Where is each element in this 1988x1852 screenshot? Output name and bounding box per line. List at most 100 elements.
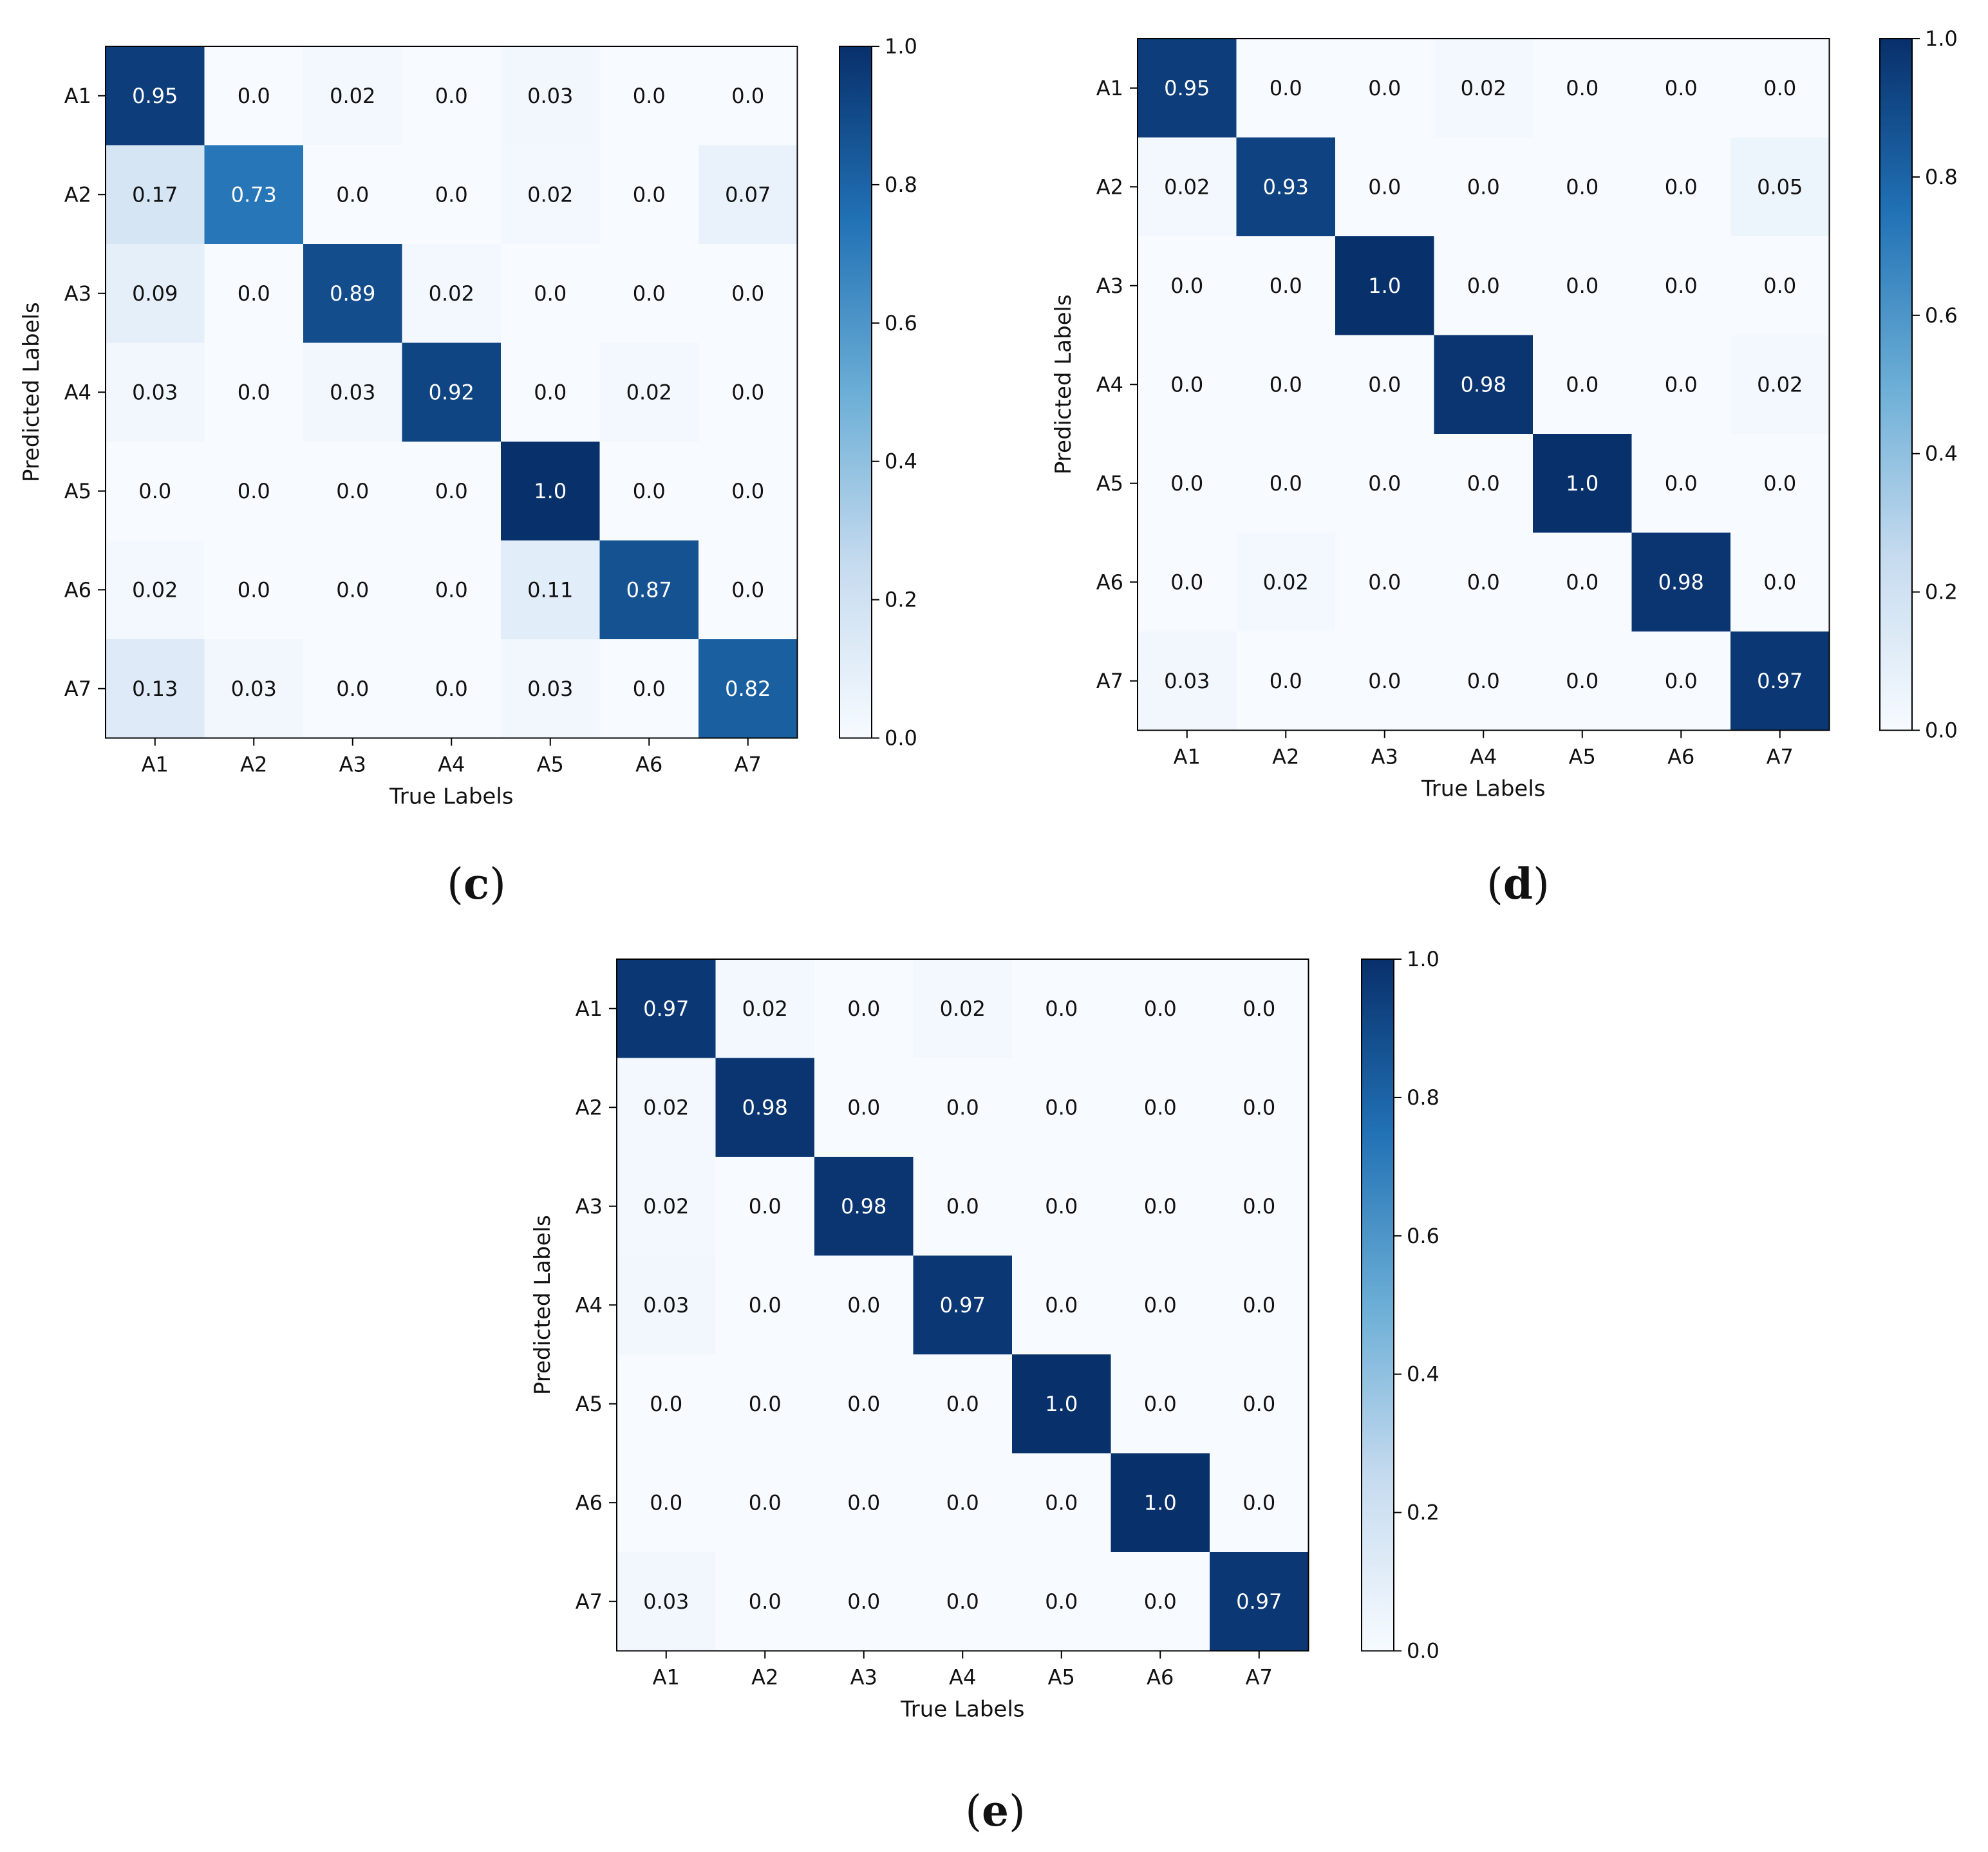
heatmap-cell xyxy=(913,1354,1013,1454)
cell-value-label: 0.0 xyxy=(336,182,369,207)
heatmap-cell xyxy=(303,244,402,343)
heatmap-cell xyxy=(715,1058,815,1157)
colorbar-tick-label: 0.2 xyxy=(1925,580,1958,604)
colorbar-tick-label: 0.0 xyxy=(885,726,917,751)
cell-value-label: 0.0 xyxy=(1045,1095,1078,1119)
cell-value-label: 0.11 xyxy=(527,577,573,602)
cell-value-label: 0.0 xyxy=(1665,471,1698,496)
y-tick-label: A5 xyxy=(64,479,91,503)
cell-value-label: 0.0 xyxy=(633,677,666,701)
heatmap-cell xyxy=(814,1354,914,1454)
y-tick-label: A3 xyxy=(576,1194,603,1219)
heatmap-cell xyxy=(1210,1255,1309,1355)
cell-value-label: 0.0 xyxy=(650,1392,682,1416)
heatmap-cell xyxy=(1236,434,1336,533)
colorbar-tick-label: 1.0 xyxy=(1407,947,1439,971)
cell-value-label: 1.0 xyxy=(534,479,567,503)
heatmap-cell xyxy=(106,342,205,442)
x-axis-title: True Labels xyxy=(1421,776,1545,802)
cell-value-label: 0.0 xyxy=(336,479,369,503)
cell-value-label: 0.03 xyxy=(231,677,277,701)
cell-value-label: 0.0 xyxy=(435,182,468,207)
cell-value-label: 0.02 xyxy=(132,577,178,602)
heatmap-cell xyxy=(1631,137,1731,237)
heatmap-cell xyxy=(1210,1058,1309,1157)
heatmap-cell xyxy=(699,540,798,640)
colorbar-tick-label: 0.8 xyxy=(1925,165,1958,189)
cell-value-label: 0.0 xyxy=(1270,76,1302,100)
caption-c: (c) xyxy=(447,859,506,909)
heatmap-cell xyxy=(1631,236,1731,335)
colorbar xyxy=(839,46,872,739)
cell-value-label: 0.03 xyxy=(132,380,178,404)
heatmap-cell xyxy=(501,244,600,343)
x-tick-label: A6 xyxy=(635,753,662,777)
heatmap-cell xyxy=(1210,1552,1309,1651)
heatmap-cell xyxy=(715,1552,815,1651)
heatmap-cell xyxy=(1730,39,1830,138)
heatmap-cell xyxy=(402,342,502,442)
cell-value-label: 0.73 xyxy=(231,182,277,207)
cell-value-label: 0.0 xyxy=(1170,274,1203,298)
cell-value-label: 0.0 xyxy=(238,577,270,602)
heatmap-cell xyxy=(501,442,600,541)
cell-value-label: 0.0 xyxy=(1270,274,1302,298)
cell-value-label: 0.03 xyxy=(643,1293,689,1317)
heatmap-cell xyxy=(402,244,502,343)
cell-value-label: 0.0 xyxy=(1144,1392,1177,1416)
cell-value-label: 0.0 xyxy=(1242,1392,1275,1416)
cell-value-label: 0.0 xyxy=(847,1095,880,1119)
x-tick-label: A1 xyxy=(653,1665,680,1690)
cell-value-label: 0.98 xyxy=(1461,372,1506,397)
cell-value-label: 0.0 xyxy=(1665,76,1698,100)
heatmap-cell xyxy=(1631,532,1731,632)
cell-value-label: 0.0 xyxy=(1270,471,1302,496)
colorbar-tick-label: 0.4 xyxy=(1925,442,1958,466)
cell-value-label: 0.89 xyxy=(330,281,375,306)
y-tick-label: A2 xyxy=(1096,174,1123,199)
colorbar-tick-label: 0.6 xyxy=(1407,1224,1439,1248)
colorbar-tick-label: 1.0 xyxy=(885,34,917,59)
heatmap-cell xyxy=(617,1058,716,1157)
heatmap-cell xyxy=(1533,631,1632,731)
heatmap-cell xyxy=(1138,137,1237,237)
cell-value-label: 0.0 xyxy=(1566,174,1599,199)
cell-value-label: 0.13 xyxy=(132,677,178,701)
heatmap-cell xyxy=(1434,631,1533,731)
colorbar-tick-label: 0.8 xyxy=(1407,1085,1439,1110)
cell-value-label: 0.0 xyxy=(435,577,468,602)
y-tick-label: A1 xyxy=(64,84,91,108)
x-tick-label: A5 xyxy=(1048,1665,1075,1690)
heatmap-cell xyxy=(1434,39,1533,138)
cell-value-label: 0.97 xyxy=(643,996,689,1021)
heatmap-cell xyxy=(501,145,600,245)
heatmap-cell xyxy=(599,540,699,640)
heatmap-cell xyxy=(1138,532,1237,632)
cell-value-label: 0.98 xyxy=(742,1095,788,1119)
cell-value-label: 0.02 xyxy=(626,380,672,404)
cell-value-label: 0.0 xyxy=(1144,1293,1177,1317)
heatmap-cell xyxy=(715,1255,815,1355)
heatmap-cell xyxy=(106,540,205,640)
heatmap-cell xyxy=(1730,631,1830,731)
y-tick-label: A5 xyxy=(576,1392,603,1416)
cell-value-label: 0.0 xyxy=(847,996,880,1021)
y-tick-label: A1 xyxy=(576,996,603,1021)
cell-value-label: 0.07 xyxy=(725,182,771,207)
heatmap-cell xyxy=(599,244,699,343)
cell-value-label: 0.02 xyxy=(527,182,573,207)
cell-value-label: 0.0 xyxy=(633,182,666,207)
x-tick-label: A5 xyxy=(1569,745,1596,769)
heatmap-cell xyxy=(913,1453,1013,1553)
cell-value-label: 0.0 xyxy=(1368,372,1401,397)
heatmap-cell xyxy=(1210,959,1309,1058)
cell-value-label: 0.17 xyxy=(132,182,178,207)
heatmap-cell xyxy=(303,540,402,640)
cell-value-label: 0.0 xyxy=(1170,372,1203,397)
heatmap-cell xyxy=(1730,532,1830,632)
heatmap-cell xyxy=(814,1157,914,1256)
cell-value-label: 0.0 xyxy=(1045,1589,1078,1614)
heatmap-cell xyxy=(1434,532,1533,632)
